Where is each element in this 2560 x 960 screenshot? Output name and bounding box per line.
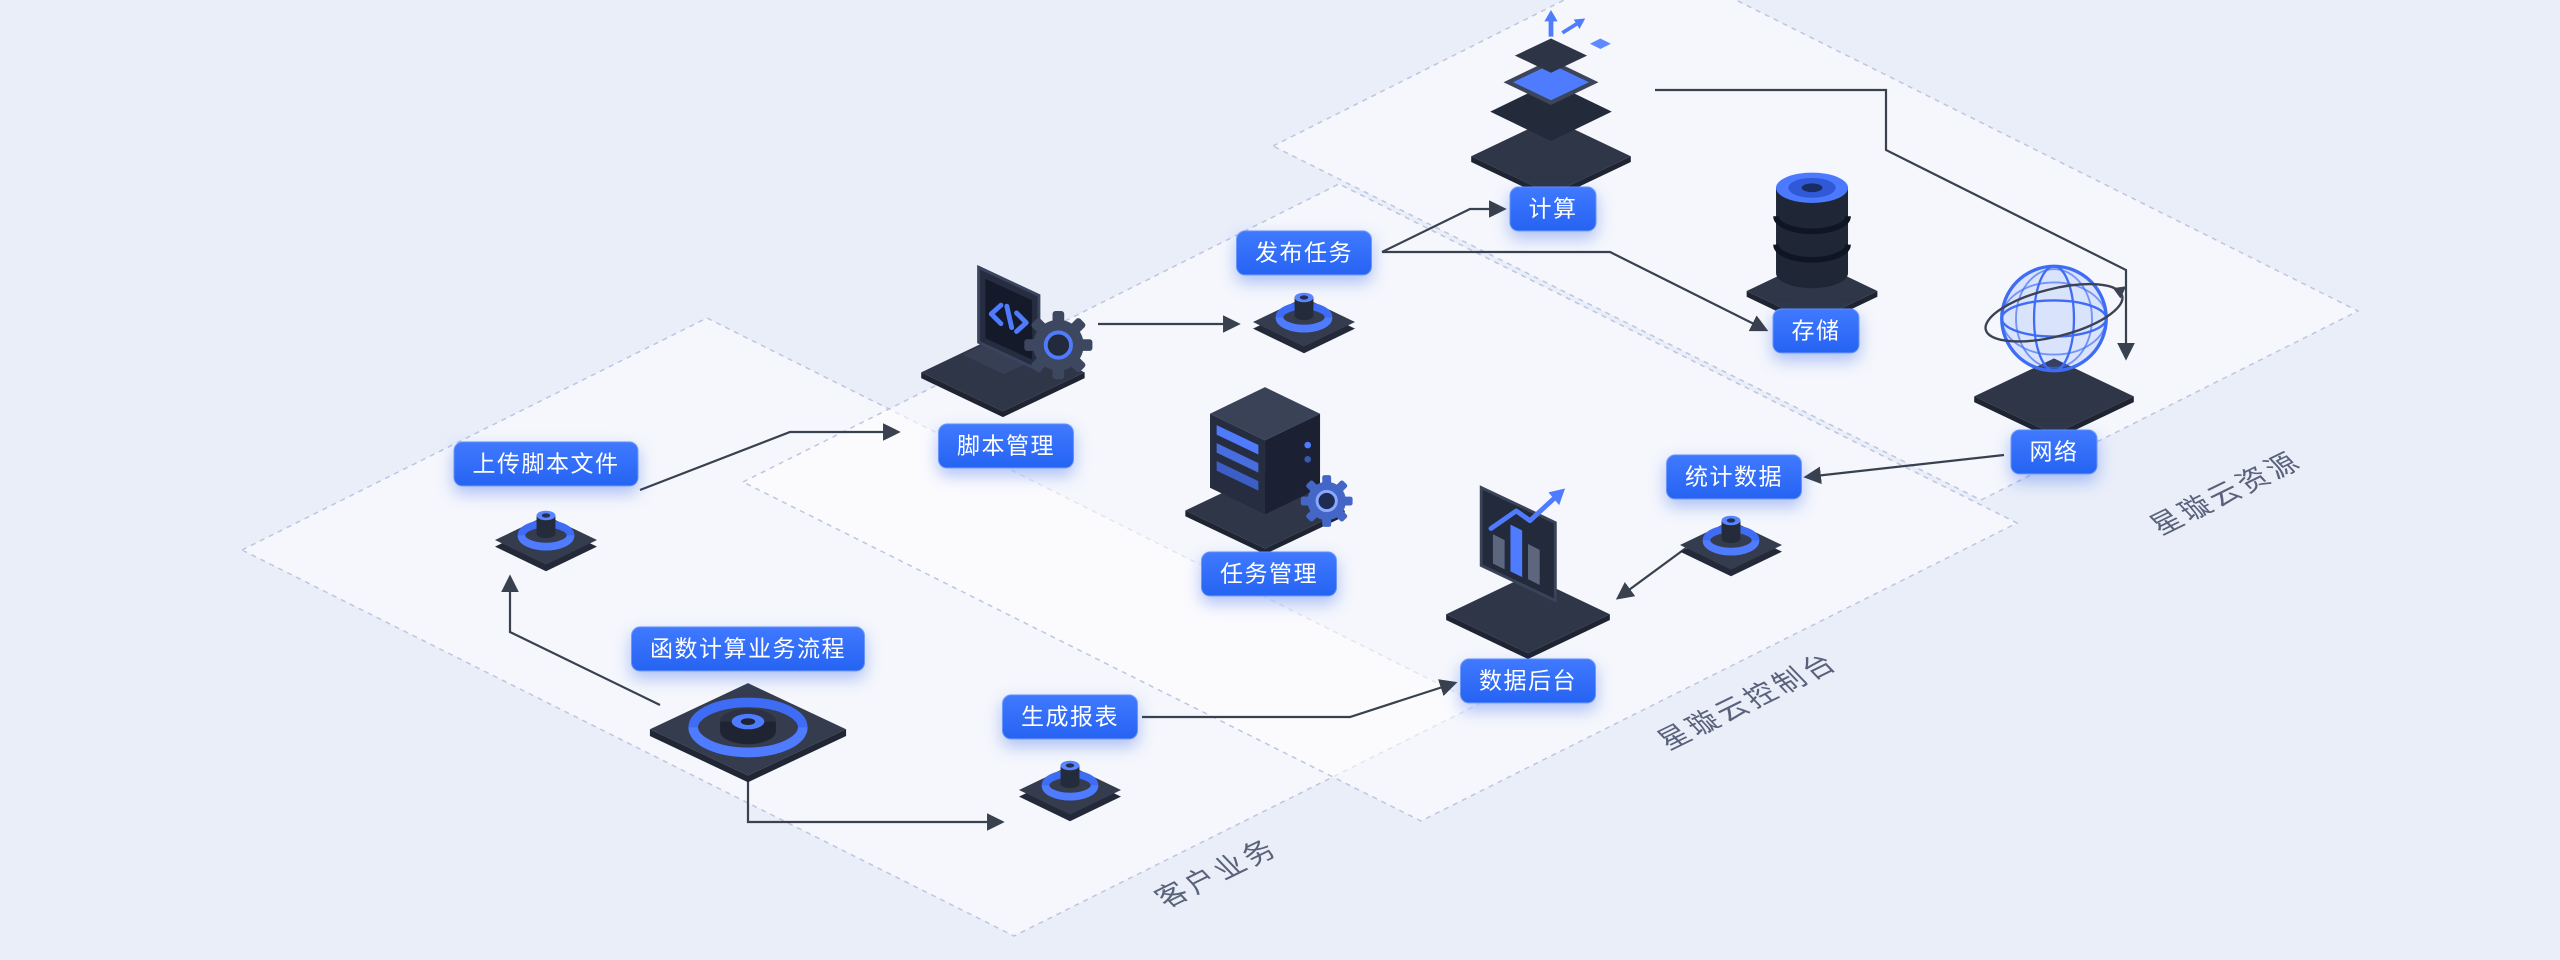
- podium-icon: [1671, 495, 1791, 580]
- database-icon: [1740, 148, 1885, 328]
- connector-publish-to-storage: [1382, 250, 1769, 332]
- platform-icon: [638, 662, 858, 787]
- podium-icon: [486, 490, 606, 575]
- connector-statistics-to-backend: [1615, 547, 1687, 600]
- layer-stack-icon: [1451, 10, 1651, 200]
- connector-flow-to-upload: [501, 574, 661, 706]
- podium-icon: [1010, 740, 1130, 825]
- laptop-code-icon: [900, 240, 1100, 420]
- generate-report-label: 生成报表: [1002, 694, 1138, 740]
- server-gear-icon: [1158, 372, 1373, 557]
- connector-report-to-backend: [1142, 679, 1458, 719]
- bar-chart-icon: [1428, 470, 1628, 660]
- connector-upload-to-script: [639, 423, 901, 492]
- connector-compute-to-network: [1655, 88, 2135, 361]
- upload-script-label: 上传脚本文件: [453, 441, 639, 487]
- publish-task-label: 发布任务: [1236, 230, 1372, 276]
- data-backend-label: 数据后台: [1460, 658, 1596, 704]
- connector-network-to-statistics: [1803, 453, 2005, 485]
- zone-label-cloud-resources: 星璇云资源: [2142, 446, 2310, 540]
- script-management-label: 脚本管理: [938, 423, 1074, 469]
- network-label: 网络: [2010, 429, 2098, 475]
- statistics-label: 统计数据: [1666, 454, 1802, 500]
- function-compute-flow-label: 函数计算业务流程: [631, 626, 865, 672]
- connector-publish-to-compute: [1381, 200, 1507, 253]
- zone-label-cloud-console: 星璇云控制台: [1650, 647, 1846, 755]
- task-management-label: 任务管理: [1201, 551, 1337, 597]
- storage-label: 存储: [1772, 308, 1860, 354]
- zone-label-customer-business: 客户业务: [1148, 833, 1286, 913]
- connector-flow-to-report: [746, 780, 1005, 831]
- podium-icon: [1244, 272, 1364, 357]
- compute-label: 计算: [1509, 186, 1597, 232]
- globe-icon: [1954, 252, 2154, 442]
